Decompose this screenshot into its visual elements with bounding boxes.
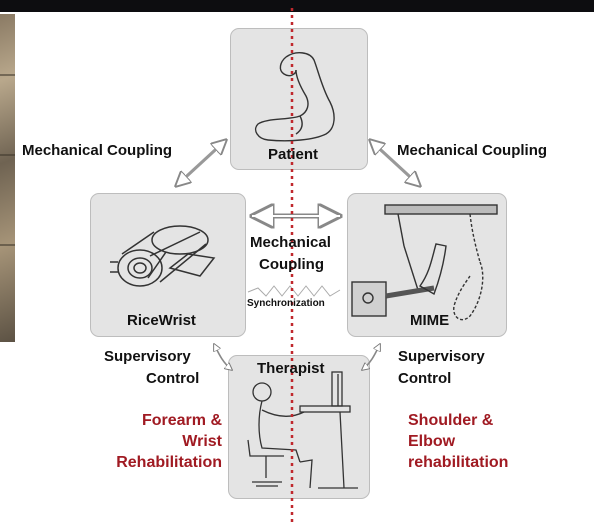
synchronization-label: Synchronization — [247, 298, 325, 309]
supervisory-right-line2: Control — [398, 370, 451, 387]
mime-label: MIME — [410, 312, 449, 329]
patient-arm-illustration — [256, 53, 334, 141]
left-caption-line3: Rehabilitation — [116, 452, 222, 473]
therapist-illustration — [248, 372, 358, 488]
right-caption-line2: Elbow — [408, 431, 508, 452]
mech-coupling-center-line2: Coupling — [259, 256, 324, 273]
left-caption: Forearm & Wrist Rehabilitation — [116, 410, 222, 473]
ricewrist-label: RiceWrist — [127, 312, 196, 329]
patient-label: Patient — [268, 146, 318, 163]
ricewrist-device-illustration — [110, 226, 214, 286]
supervisory-right-line1: Supervisory — [398, 348, 485, 365]
mech-coupling-left-label: Mechanical Coupling — [22, 142, 172, 159]
therapist-label: Therapist — [257, 360, 325, 377]
left-caption-line1: Forearm & — [116, 410, 222, 431]
mime-robot-illustration — [352, 205, 497, 320]
mech-coupling-center-line1: Mechanical — [250, 234, 331, 251]
supervisory-left-line1: Supervisory — [104, 348, 191, 365]
supervisory-left-line2: Control — [146, 370, 199, 387]
mech-coupling-right-label: Mechanical Coupling — [397, 142, 547, 159]
right-caption-line3: rehabilitation — [408, 452, 508, 473]
right-caption-line1: Shoulder & — [408, 410, 508, 431]
right-caption: Shoulder & Elbow rehabilitation — [408, 410, 508, 473]
left-caption-line2: Wrist — [116, 431, 222, 452]
